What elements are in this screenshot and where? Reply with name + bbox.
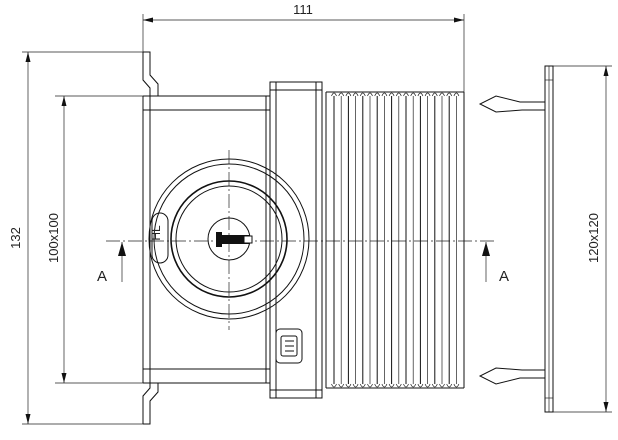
corrugated-bellows <box>326 91 465 389</box>
bellows-rib-cap-bottom <box>388 383 395 388</box>
bellows-rib-cap-bottom <box>403 383 409 388</box>
bellows-rib-cap-bottom <box>424 383 431 388</box>
dimension-left-height: 132 <box>8 51 148 425</box>
dimension-inner-height: 100x100 <box>46 95 148 384</box>
hl-label-badge: HL <box>149 212 169 264</box>
hl-label-text: HL <box>149 225 163 241</box>
bellows-rib-cap-top <box>439 92 445 97</box>
bellows-rib-cap-bottom <box>395 383 402 388</box>
section-mark-left-label: A <box>97 268 107 285</box>
dimension-left-height-label: 132 <box>8 227 23 249</box>
collar-ring <box>265 81 327 399</box>
bellows-rib-cap-bottom <box>453 383 460 388</box>
bellows-rib-cap-top <box>395 92 402 97</box>
bellows-rib-cap-bottom <box>446 383 453 388</box>
section-mark-left: A <box>97 242 126 285</box>
bellows-rib-cap-top <box>374 92 381 97</box>
key-handle-icon[interactable] <box>216 232 253 247</box>
bellows-rib-cap-top <box>359 92 366 97</box>
end-plate <box>478 65 554 413</box>
dimension-inner-height-label: 100x100 <box>46 213 61 263</box>
bellows-rib-cap-top <box>388 92 395 97</box>
bellows-rib-cap-bottom <box>331 383 337 388</box>
bellows-rib-cap-top <box>403 92 409 97</box>
dimension-top-width-label: 111 <box>293 2 313 17</box>
round-cover <box>148 150 310 330</box>
dimension-right-height-label: 120x120 <box>586 213 601 263</box>
section-mark-right-label: A <box>499 268 509 285</box>
bellows-rib-cap-top <box>331 92 337 97</box>
bellows-rib-cap-top <box>417 92 424 97</box>
bellows-rib-cap-top <box>410 92 417 97</box>
bellows-rib-cap-bottom <box>345 383 352 388</box>
bellows-rib-cap-bottom <box>367 383 373 388</box>
housing-body <box>142 51 270 425</box>
bellows-rib-cap-bottom <box>352 383 359 388</box>
bellows-rib-cap-top <box>345 92 352 97</box>
bellows-rib-cap-top <box>453 92 460 97</box>
dimension-top-width: 111 <box>142 2 465 95</box>
bellows-rib-cap-bottom <box>374 383 381 388</box>
bellows-rib-cap-bottom <box>417 383 424 388</box>
bellows-rib-cap-bottom <box>359 383 366 388</box>
bellows-rib-cap-bottom <box>439 383 445 388</box>
section-mark-right: A <box>482 242 509 285</box>
bellows-rib-cap-bottom <box>410 383 417 388</box>
bellows-rib-cap-bottom <box>381 383 388 388</box>
bellows-rib-cap-top <box>424 92 431 97</box>
dimension-right-height: 120x120 <box>553 65 612 413</box>
bellows-rib-cap-top <box>338 92 345 97</box>
bellows-rib-cap-top <box>381 92 388 97</box>
bellows-rib-cap-bottom <box>431 383 438 388</box>
latch-clip-icon[interactable] <box>275 328 303 364</box>
bellows-rib-cap-top <box>352 92 359 97</box>
bellows-rib-cap-top <box>367 92 373 97</box>
bellows-rib-cap-bottom <box>338 383 345 388</box>
bellows-rib-cap-top <box>431 92 438 97</box>
bellows-rib-cap-top <box>446 92 453 97</box>
